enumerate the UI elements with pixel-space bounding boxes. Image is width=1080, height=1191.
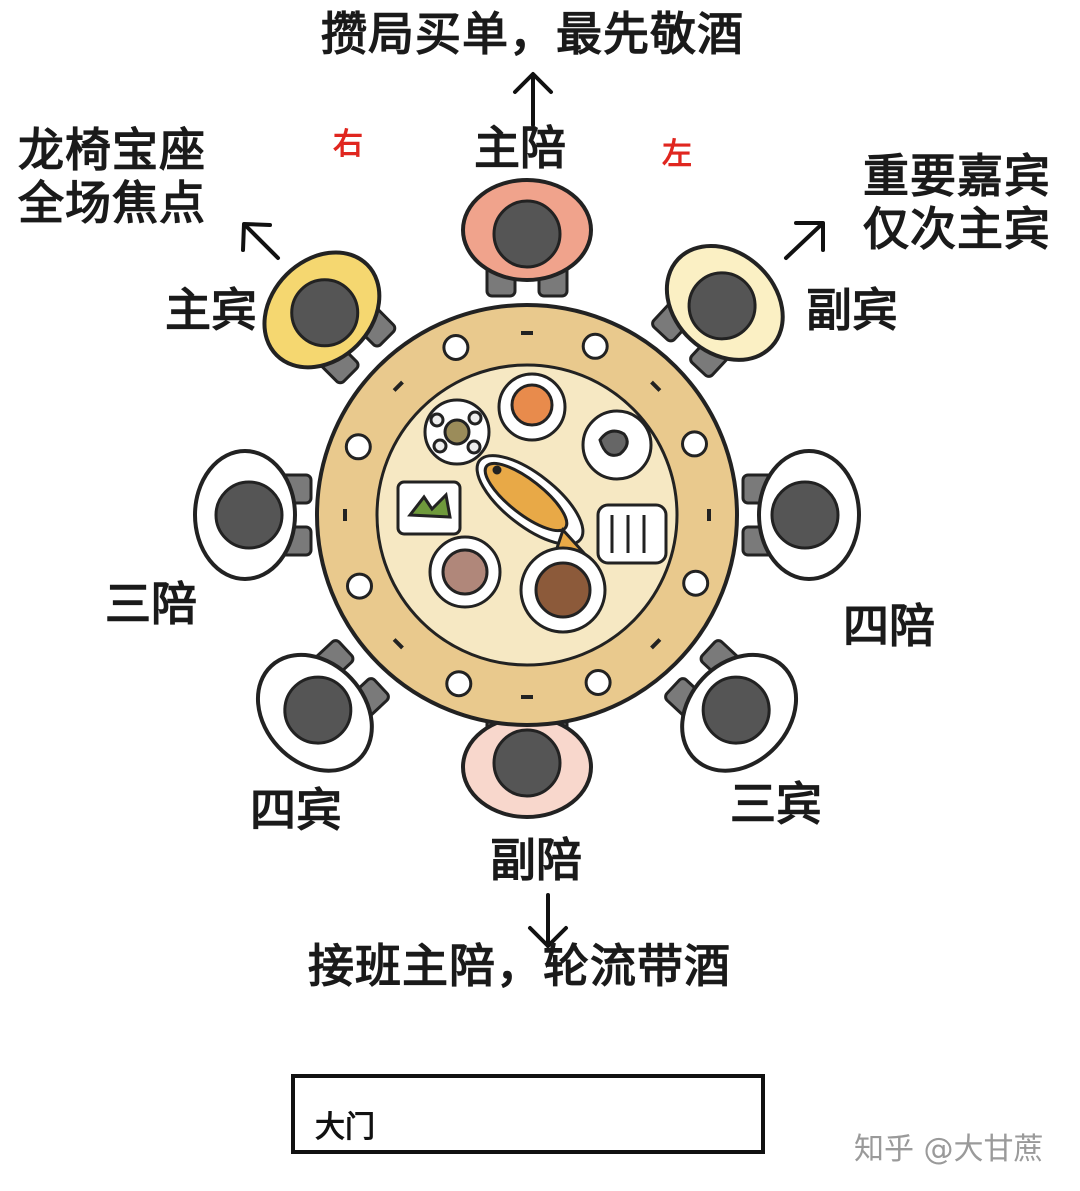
door-label: 大门: [315, 1110, 375, 1145]
vice-guest-desc-line-1: 重要嘉宾: [863, 149, 1051, 203]
rim-plate: [681, 430, 708, 458]
dish-strips: [596, 503, 668, 565]
dish-greens: [396, 480, 462, 536]
left-side-mark: 左: [662, 137, 692, 172]
seat-label-host: 主陪: [474, 121, 566, 175]
dish-meat-right: [519, 546, 607, 634]
chair-vice-guest: [651, 243, 785, 378]
seat-label-vice-host: 副陪: [490, 833, 582, 887]
arrow-up-right-icon: [784, 221, 825, 260]
dish-meat-left: [428, 535, 502, 609]
chair-fourth-guest: [255, 639, 390, 773]
arrow-up-icon: [513, 72, 553, 127]
seat-label-third-guest: 三宾: [730, 777, 822, 831]
host-description: 攒局买单，最先敬酒: [321, 7, 744, 61]
main-guest-desc-line-1: 龙椅宝座: [18, 123, 206, 177]
dish-round-top: [423, 398, 491, 466]
dish-soup-pot: [497, 372, 567, 442]
main-door-box: 大门: [291, 1074, 765, 1154]
rim-plate: [682, 569, 710, 597]
chair-third-guest: [664, 639, 799, 773]
rim-plate: [346, 572, 373, 600]
chair-host: [461, 178, 593, 298]
seat-label-fourth-host: 四陪: [843, 599, 935, 653]
right-side-mark: 右: [333, 127, 363, 162]
arrow-down-icon: [528, 893, 568, 948]
seat-label-main-guest: 主宾: [165, 283, 257, 337]
chair-fourth-host: [741, 449, 861, 581]
vice-host-description: 接班主陪，轮流带酒: [308, 939, 731, 993]
chair-main-guest: [262, 250, 397, 385]
arrow-up-left-icon: [241, 222, 280, 260]
chair-third-host: [193, 449, 313, 581]
rim-chopsticks: [392, 380, 404, 392]
rim-plate: [584, 669, 612, 696]
main-guest-description: 龙椅宝座 全场焦点: [18, 124, 206, 230]
seat-label-vice-guest: 副宾: [806, 283, 898, 337]
rim-plate: [344, 433, 372, 461]
rim-chopsticks: [650, 638, 662, 650]
seat-label-fourth-guest: 四宾: [250, 783, 342, 837]
vice-guest-description: 重要嘉宾 仅次主宾: [863, 150, 1051, 256]
rim-chopsticks: [650, 380, 662, 392]
rim-plate: [442, 334, 470, 361]
dish-dark-veg: [581, 409, 653, 481]
watermark: 知乎 @大甘蔗: [854, 1132, 1044, 1167]
seat-label-third-host: 三陪: [105, 577, 197, 631]
dishes: [396, 372, 668, 634]
main-guest-desc-line-2: 全场焦点: [18, 175, 206, 230]
chair-vice-host: [461, 699, 593, 819]
rim-chopsticks: [392, 638, 404, 650]
rim-plate: [581, 332, 609, 360]
vice-guest-desc-line-2: 仅次主宾: [863, 201, 1051, 256]
rim-plate: [445, 670, 473, 698]
